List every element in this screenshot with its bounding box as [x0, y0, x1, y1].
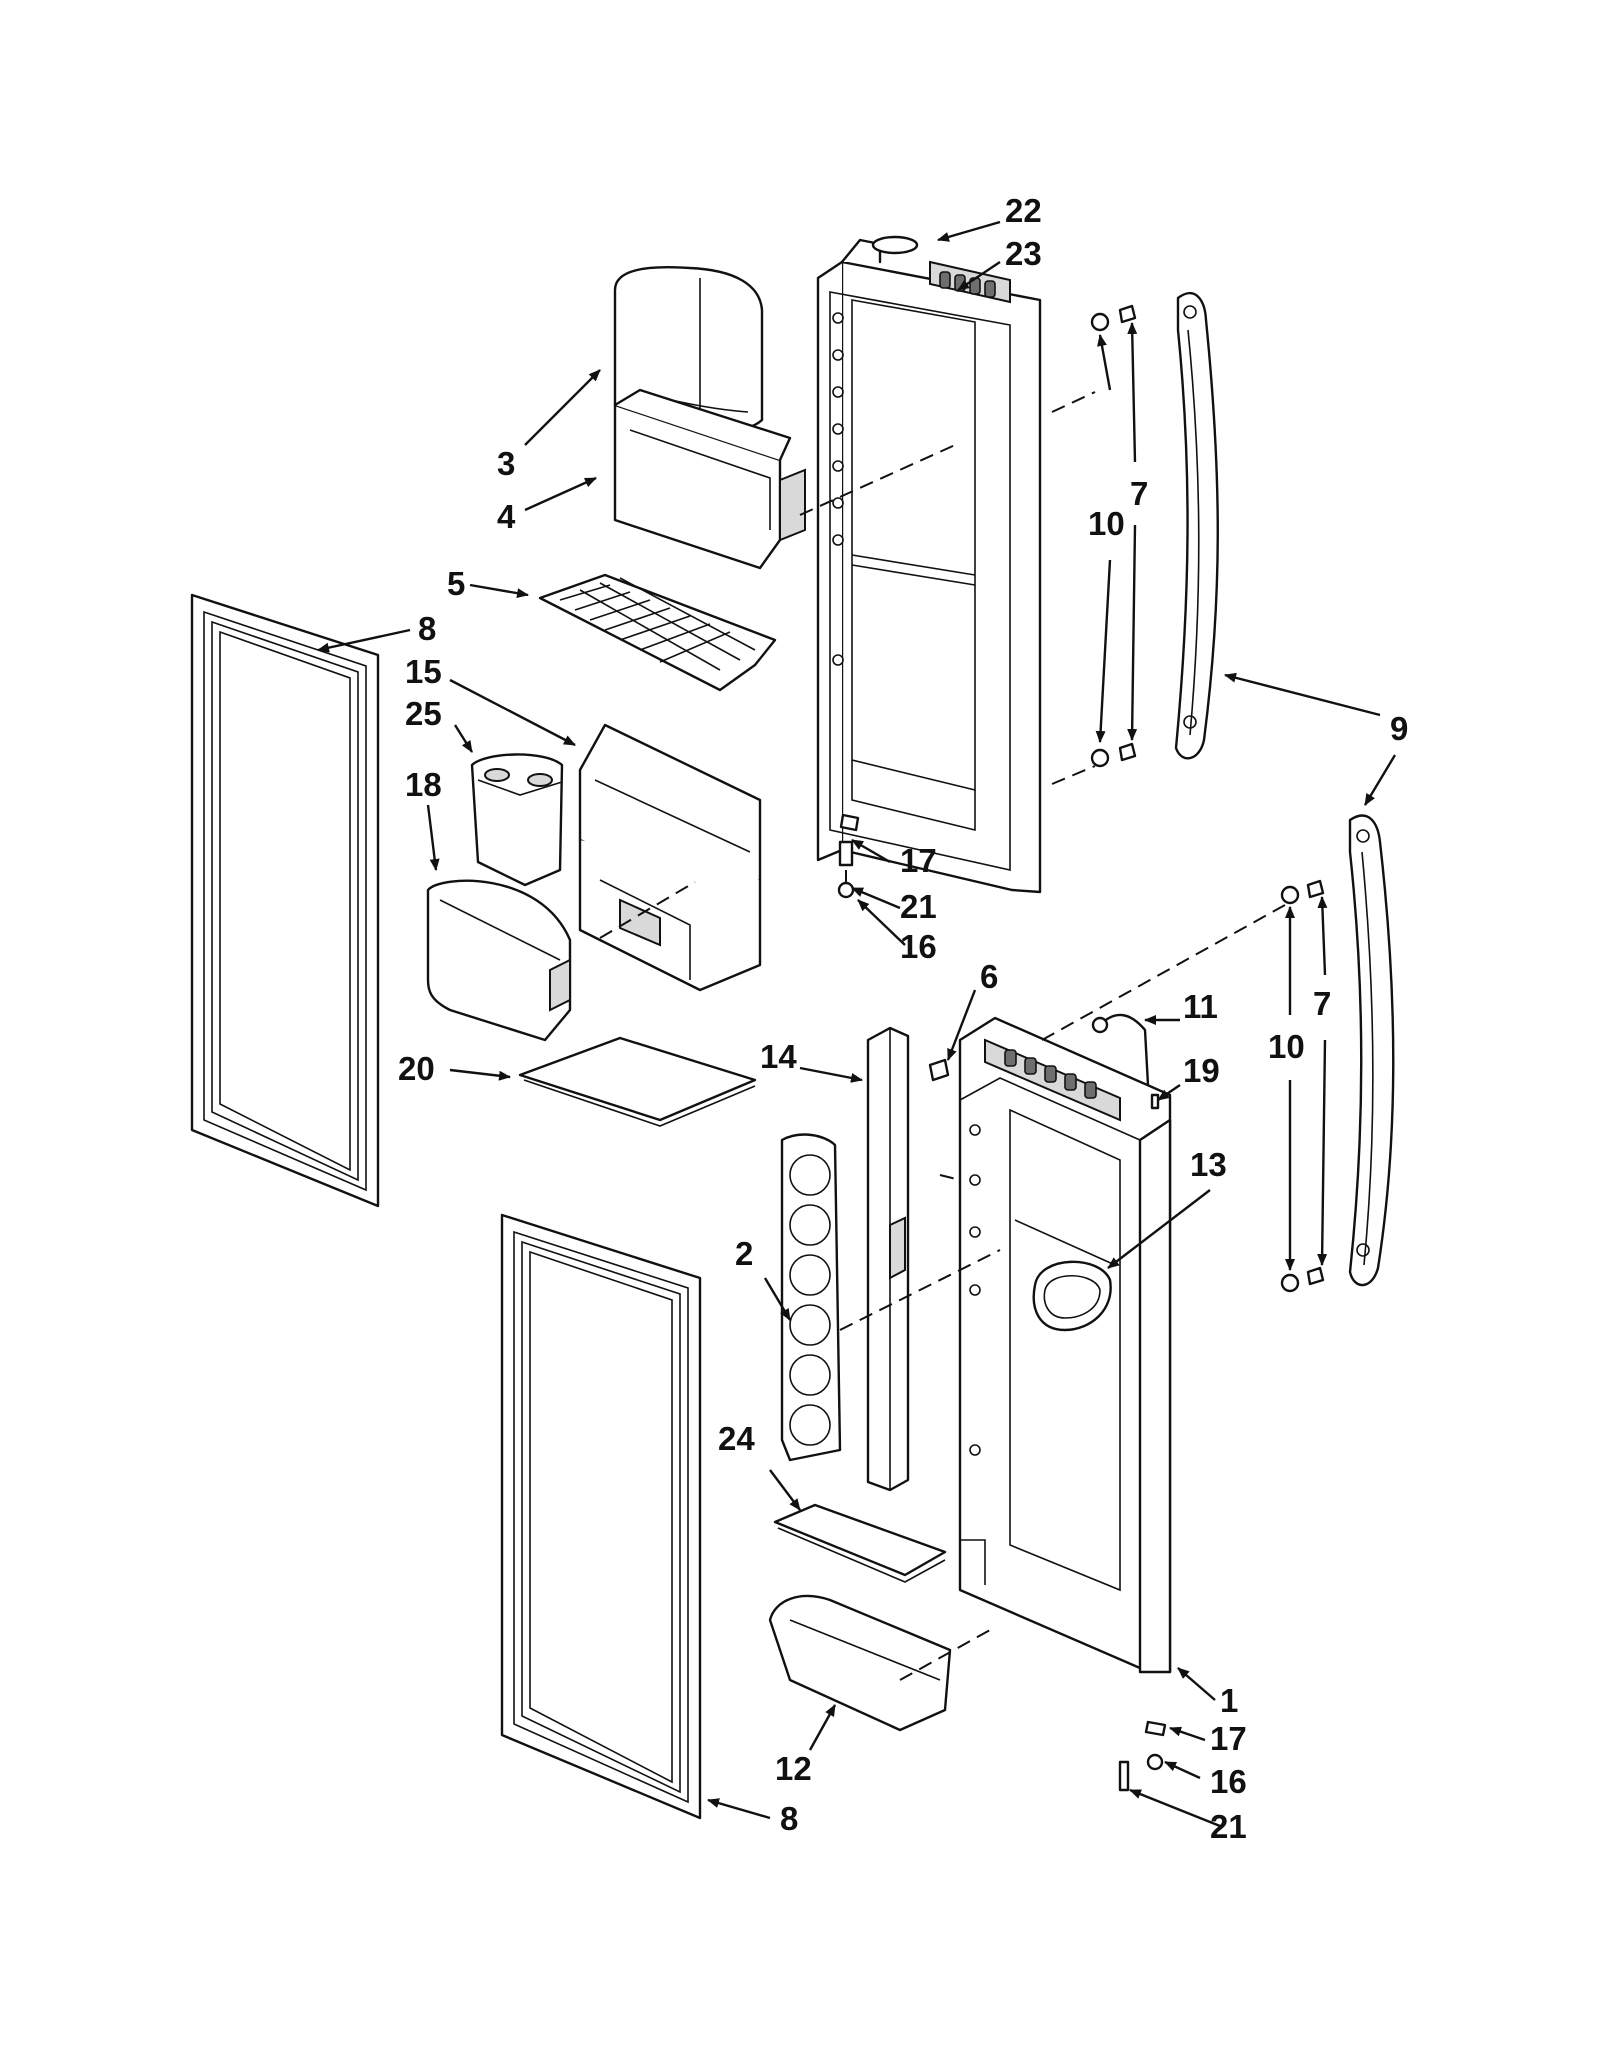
callout-9: 9 [1390, 710, 1408, 747]
assembly-dash-lines [599, 391, 1286, 1681]
callout-14: 14 [760, 1038, 797, 1075]
callout-15: 15 [405, 653, 442, 690]
screws-and-hinges [837, 235, 1325, 1792]
callout-17-lower: 17 [1210, 1720, 1247, 1757]
callout-7-upper: 7 [1130, 475, 1148, 512]
door-rack-2 [780, 1133, 842, 1462]
callout-11: 11 [1183, 988, 1218, 1025]
callout-6: 6 [980, 958, 998, 995]
upper-door-gasket [190, 593, 380, 1208]
callout-10-upper: 10 [1088, 505, 1125, 542]
lower-handle [1348, 814, 1395, 1287]
callout-17-upper: 17 [900, 842, 937, 879]
callout-2: 2 [735, 1235, 753, 1272]
callout-8-lower: 8 [780, 1800, 798, 1837]
callout-24: 24 [718, 1420, 755, 1457]
callout-19: 19 [1183, 1052, 1220, 1089]
callout-13: 13 [1190, 1146, 1227, 1183]
drip-tray-grille-5 [538, 573, 777, 692]
callout-20: 20 [398, 1050, 435, 1087]
upper-handle [1174, 291, 1219, 760]
callout-10-lower: 10 [1268, 1028, 1305, 1065]
callout-12: 12 [775, 1750, 812, 1787]
mullion-14 [866, 1026, 910, 1492]
callout-18: 18 [405, 766, 442, 803]
callout-labels: 22 23 3 4 5 8 15 25 18 20 10 7 9 17 21 1… [398, 192, 1408, 1845]
lower-door-liner [958, 1016, 1172, 1674]
callout-16-upper: 16 [900, 928, 937, 965]
shelf-24 [773, 1503, 947, 1583]
callout-1: 1 [1220, 1682, 1238, 1719]
ice-bin-15 [578, 723, 762, 992]
callout-4: 4 [497, 498, 516, 535]
callout-8-upper: 8 [418, 610, 436, 647]
callout-3: 3 [497, 445, 515, 482]
shelf-20 [518, 1036, 757, 1127]
callout-23: 23 [1005, 235, 1042, 272]
callout-7-lower: 7 [1313, 985, 1331, 1022]
callout-16-lower: 16 [1210, 1763, 1247, 1800]
callout-21-upper: 21 [900, 888, 937, 925]
upper-door-liner [816, 238, 1042, 894]
door-bin-12 [768, 1594, 952, 1732]
callout-22: 22 [1005, 192, 1042, 229]
bin-18 [426, 879, 572, 1042]
leader-arrows [317, 220, 1397, 1828]
callout-25: 25 [405, 695, 442, 732]
lower-door-gasket [500, 1213, 702, 1820]
door-bin-4 [613, 388, 806, 570]
callout-21-lower: 21 [1210, 1808, 1247, 1845]
callout-5: 5 [447, 565, 465, 602]
bucket-25 [470, 753, 564, 887]
